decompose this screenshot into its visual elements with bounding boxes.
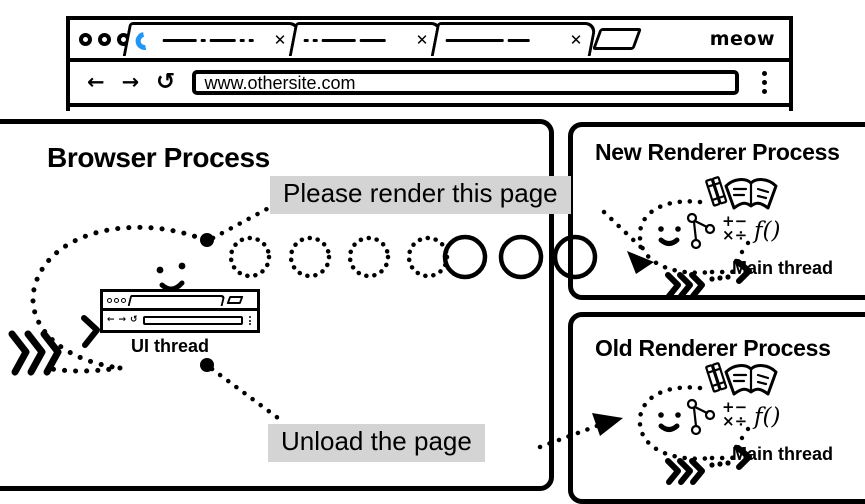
window-control-dot[interactable] — [98, 32, 111, 46]
new-renderer-process-panel: New Renderer Process — [568, 122, 865, 300]
new-renderer-chevrons-icon — [665, 272, 705, 299]
old-renderer-process-panel: Old Renderer Process — [568, 312, 865, 504]
queue-slot-empty — [347, 235, 391, 279]
queue-message — [498, 234, 544, 280]
old-renderer-chevrons-icon — [665, 458, 705, 485]
old-renderer-dotted-tail — [709, 460, 731, 468]
new-renderer-process-title: New Renderer Process — [595, 139, 840, 165]
unload-callout: Unload the page — [268, 424, 485, 463]
mini-forward-icon: → — [118, 315, 127, 325]
kebab-menu-icon[interactable] — [749, 71, 779, 94]
address-bar-url: www.othersite.com — [204, 72, 356, 93]
queue-message — [442, 234, 488, 280]
old-renderer-process-title: Old Renderer Process — [595, 335, 831, 361]
tab-strip: ✕ ✕ ✕ meow — [70, 20, 789, 62]
queue-slot-empty — [288, 235, 332, 279]
svg-text:×÷: ×÷ — [722, 412, 747, 430]
mini-new-tab — [226, 296, 244, 304]
mini-window-controls — [107, 297, 126, 303]
render-callout-anchor-dot — [200, 233, 214, 247]
new-renderer-main-thread-label: Main thread — [732, 258, 834, 278]
new-renderer-arrowhead-icon — [735, 259, 752, 284]
unload-callout-leader — [209, 366, 285, 424]
forward-icon[interactable]: → — [121, 70, 140, 94]
queue-slot-empty — [406, 235, 450, 279]
queue-slot-empty — [228, 235, 272, 279]
queue-message-crossing — [552, 234, 598, 280]
window-control-dot[interactable] — [79, 32, 92, 46]
arrow-to-new-renderer — [601, 209, 654, 274]
browser-brand-label: meow — [709, 28, 775, 50]
svg-text:×÷: ×÷ — [722, 226, 747, 244]
svg-text:f(): f() — [752, 218, 780, 244]
mini-kebab-icon — [245, 316, 255, 325]
browser-process-title: Browser Process — [47, 142, 270, 173]
ui-thread-arrowhead-icon — [81, 315, 100, 348]
old-renderer-face-icon — [658, 412, 681, 432]
old-renderer-resources-icon: +− ×÷ f() — [686, 362, 780, 450]
svg-text:+−: +− — [722, 398, 747, 416]
ui-thread-label: UI thread — [131, 336, 210, 356]
browser-toolbar: ← → ↻ www.othersite.com — [70, 62, 789, 107]
ui-thread-chevrons-icon — [8, 330, 62, 376]
back-icon[interactable]: ← — [87, 70, 105, 94]
mini-tab — [127, 294, 226, 306]
render-callout: Please render this page — [270, 176, 571, 215]
mini-address-bar — [142, 316, 243, 325]
mini-reload-icon: ↻ — [130, 315, 138, 325]
old-renderer-main-thread-label: Main thread — [732, 444, 834, 464]
new-renderer-face-icon — [658, 226, 681, 246]
new-renderer-dotted-tail — [709, 274, 731, 282]
mini-back-icon: ← — [107, 315, 115, 325]
mini-tab-strip — [103, 292, 257, 311]
old-renderer-main-thread-loop — [637, 385, 745, 461]
render-callout-leader — [210, 200, 281, 241]
message-queue — [228, 234, 598, 280]
ui-thread-browser-icon: ← → ↻ — [100, 289, 260, 333]
old-renderer-arrowhead-icon — [735, 445, 752, 470]
svg-text:+−: +− — [722, 212, 747, 230]
ui-thread-face-icon — [156, 262, 186, 292]
new-renderer-main-thread-loop — [637, 199, 745, 275]
arrow-to-old-renderer — [537, 413, 623, 450]
svg-text:f(): f() — [752, 404, 780, 430]
mini-toolbar: ← → ↻ — [103, 311, 257, 330]
browser-window: ✕ ✕ ✕ meow ← — [66, 16, 793, 111]
new-renderer-resources-icon: +− ×÷ f() — [686, 176, 780, 264]
address-bar[interactable]: www.othersite.com — [191, 70, 739, 95]
